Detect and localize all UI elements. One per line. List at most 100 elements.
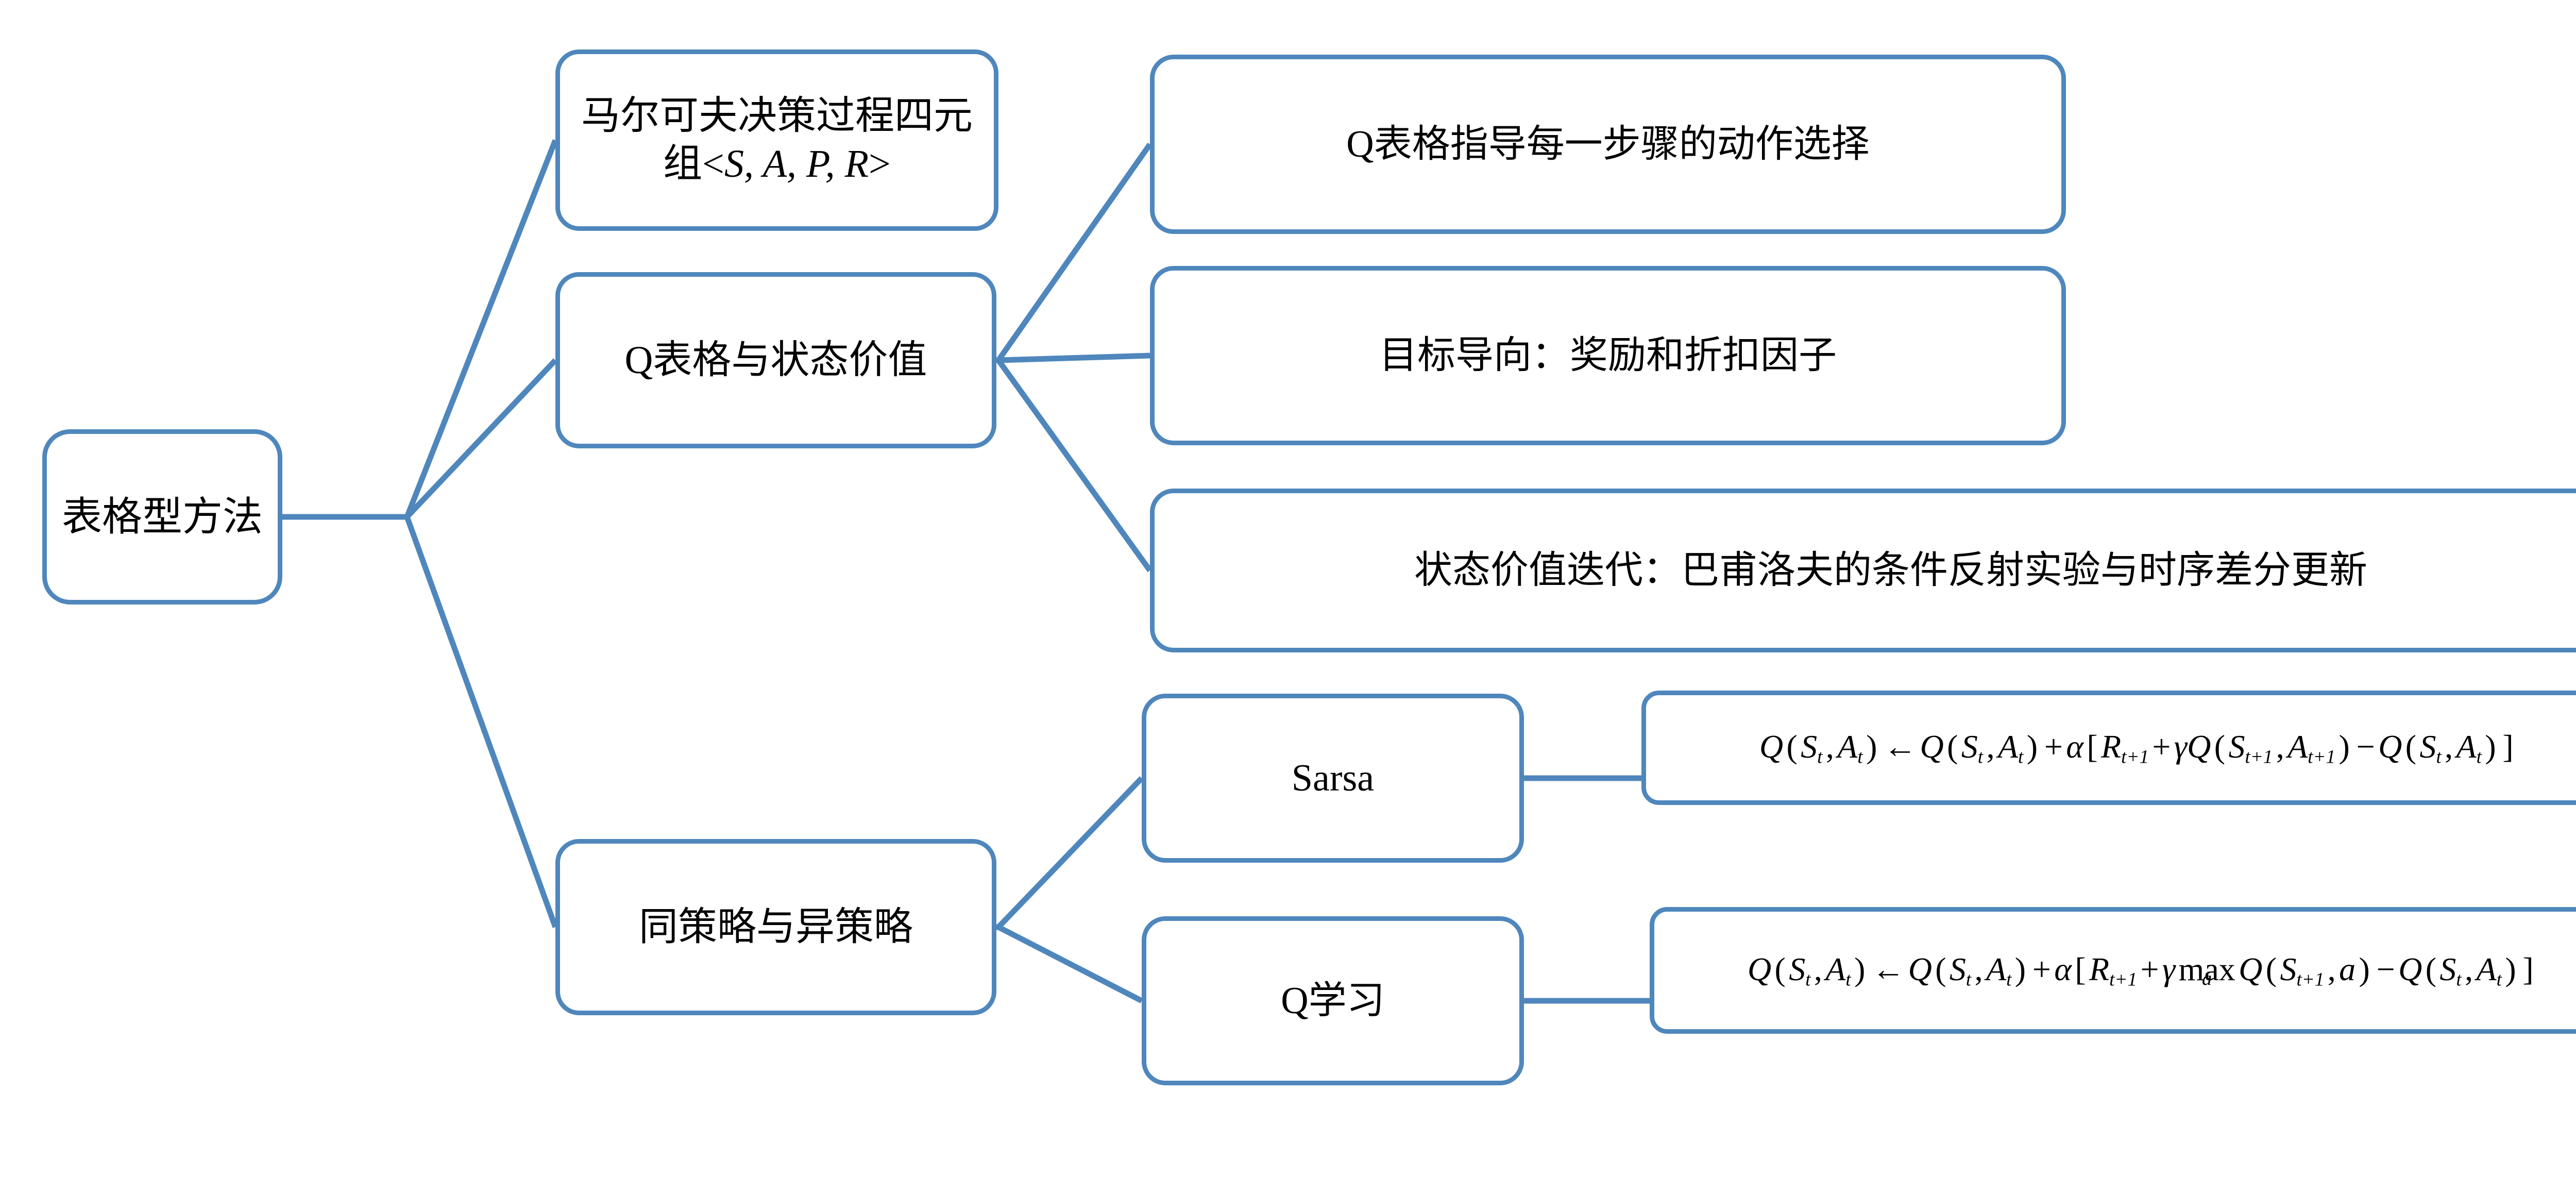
sarsa-reward-sub: t+1: [2121, 746, 2149, 768]
sarsa-sub-state-sub: t: [2436, 746, 2442, 768]
sarsa-alpha: α: [2066, 728, 2083, 765]
node-q-table-and-state-value[interactable]: Q表格与状态价值: [555, 272, 996, 448]
ql-next-state: S: [2280, 951, 2297, 988]
ql-lhs-state-sub: t: [1805, 969, 1811, 990]
node-sarsa-update-formula[interactable]: Q(St,At)←Q(St,At)+α[Rt+1+γQ(St+1,At+1)−Q…: [1641, 691, 2576, 805]
ql-sub-state: S: [2439, 951, 2456, 988]
sarsa-lhs-state: S: [1801, 728, 1818, 765]
node-q-learning-label: Q学习: [1281, 979, 1385, 1022]
sarsa-rhs-state-sub: t: [1977, 746, 1984, 768]
sarsa-gamma: γ: [2174, 728, 2188, 765]
node-goal-oriented[interactable]: 目标导向：奖励和折扣因子: [1150, 266, 2066, 445]
sarsa-minus: −: [2356, 728, 2375, 765]
sarsa-rhs-action: A: [1997, 728, 2019, 765]
ql-max-subscript: a: [2202, 967, 2212, 989]
node-mdp-label-suffix: >: [869, 142, 891, 186]
node-goal-oriented-label: 目标导向：奖励和折扣因子: [1379, 334, 1837, 377]
ql-lhs-action: A: [1825, 951, 1846, 988]
connector-policy-to-qlearning: [997, 925, 1143, 1003]
sarsa-plus-2: +: [2152, 728, 2171, 765]
sarsa-plus-1: +: [2044, 728, 2063, 765]
node-state-value-iteration[interactable]: 状态价值迭代：巴甫洛夫的条件反射实验与时序差分更新: [1150, 489, 2576, 652]
node-q-table-guides-action[interactable]: Q表格指导每一步骤的动作选择: [1150, 55, 2066, 234]
ql-max-label: max: [2178, 951, 2235, 988]
ql-lhs-state: S: [1789, 951, 1806, 988]
connector-qtable-to-leaf3: [996, 358, 1153, 573]
ql-next-state-sub: t+1: [2296, 969, 2325, 990]
sarsa-next-state: S: [2228, 728, 2245, 765]
ql-any-action: a: [2339, 951, 2356, 988]
sarsa-arrow: ←: [1884, 728, 1917, 765]
sarsa-update-expression: Q(St,At)←Q(St,At)+α[Rt+1+γQ(St+1,At+1)−Q…: [1655, 727, 2576, 769]
connector-root-to-policy: [404, 516, 558, 928]
ql-lhs-fn: Q: [1747, 951, 1772, 988]
ql-next-fn: Q: [2239, 951, 2263, 988]
ql-comma-2: ,: [1974, 951, 1983, 988]
ql-reward: R: [2089, 951, 2110, 988]
ql-comma-3: ,: [2327, 951, 2336, 988]
node-mdp[interactable]: 马尔可夫决策过程四元组<S, A, P, R>: [555, 49, 998, 231]
sarsa-sub-action-sub: t: [2476, 746, 2482, 768]
sarsa-sub-state: S: [2419, 728, 2436, 765]
node-sarsa[interactable]: Sarsa: [1142, 694, 1524, 863]
ql-reward-sub: t+1: [2109, 969, 2138, 990]
ql-rbracket: ]: [2522, 951, 2534, 988]
ql-minus: −: [2376, 951, 2395, 988]
ql-rhs-state-sub: t: [1965, 969, 1972, 990]
connector-root-to-qtable: [405, 358, 557, 519]
sarsa-rhs-fn: Q: [1920, 728, 1944, 765]
connector-qtable-to-leaf1: [996, 142, 1153, 362]
node-on-policy-off-policy-label: 同策略与异策略: [639, 905, 913, 949]
sarsa-comma-4: ,: [2445, 728, 2453, 765]
sarsa-lhs-fn: Q: [1759, 728, 1784, 765]
ql-gamma: γ: [2162, 951, 2176, 988]
ql-sub-fn: Q: [2398, 951, 2422, 988]
ql-sub-action-sub: t: [2496, 969, 2502, 990]
sarsa-lhs-action: A: [1837, 728, 1858, 765]
connector-root-to-mdp: [404, 139, 558, 518]
node-root-label: 表格型方法: [61, 494, 263, 540]
ql-arrow: ←: [1872, 951, 1905, 988]
sarsa-rhs-state: S: [1961, 728, 1978, 765]
ql-rhs-state: S: [1949, 951, 1966, 988]
node-root[interactable]: 表格型方法: [42, 429, 282, 605]
sarsa-sub-action: A: [2456, 728, 2477, 765]
node-on-policy-off-policy[interactable]: 同策略与异策略: [555, 839, 996, 1015]
ql-plus-2: +: [2140, 951, 2159, 988]
connector-qtable-to-leaf2: [998, 352, 1150, 363]
node-q-table-and-state-value-label: Q表格与状态价值: [624, 338, 927, 382]
ql-alpha: α: [2054, 951, 2072, 988]
node-state-value-iteration-label: 状态价值迭代：巴甫洛夫的条件反射实验与时序差分更新: [1414, 549, 2367, 592]
ql-lbracket: [: [2075, 951, 2086, 988]
ql-comma-1: ,: [1814, 951, 1822, 988]
sarsa-lhs-action-sub: t: [1857, 746, 1863, 768]
ql-comma-4: ,: [2465, 951, 2473, 988]
ql-rhs-fn: Q: [1908, 951, 1932, 988]
sarsa-reward: R: [2101, 728, 2122, 765]
sarsa-next-state-sub: t+1: [2245, 746, 2273, 768]
ql-sub-action: A: [2476, 951, 2497, 988]
sarsa-comma-3: ,: [2276, 728, 2284, 765]
sarsa-rhs-action-sub: t: [2018, 746, 2024, 768]
sarsa-lbracket: [: [2087, 728, 2098, 765]
sarsa-next-action: A: [2287, 728, 2308, 765]
node-q-learning[interactable]: Q学习: [1142, 916, 1524, 1085]
sarsa-next-action-sub: t+1: [2308, 746, 2336, 768]
ql-rhs-action-sub: t: [2006, 969, 2012, 990]
ql-lhs-action-sub: t: [1845, 969, 1851, 990]
node-q-table-guides-action-label: Q表格指导每一步骤的动作选择: [1346, 123, 1870, 165]
ql-rhs-action: A: [1986, 951, 2007, 988]
ql-plus-1: +: [2032, 951, 2051, 988]
connector-policy-to-sarsa: [996, 776, 1144, 929]
node-mdp-label: 马尔可夫决策过程四元组<S, A, P, R>: [569, 92, 985, 188]
sarsa-rbracket: ]: [2502, 728, 2514, 765]
sarsa-comma-2: ,: [1986, 728, 1995, 765]
sarsa-lhs-state-sub: t: [1817, 746, 1823, 768]
ql-sub-state-sub: t: [2456, 969, 2462, 990]
sarsa-comma-1: ,: [1825, 728, 1834, 765]
sarsa-next-fn: Q: [2187, 728, 2211, 765]
